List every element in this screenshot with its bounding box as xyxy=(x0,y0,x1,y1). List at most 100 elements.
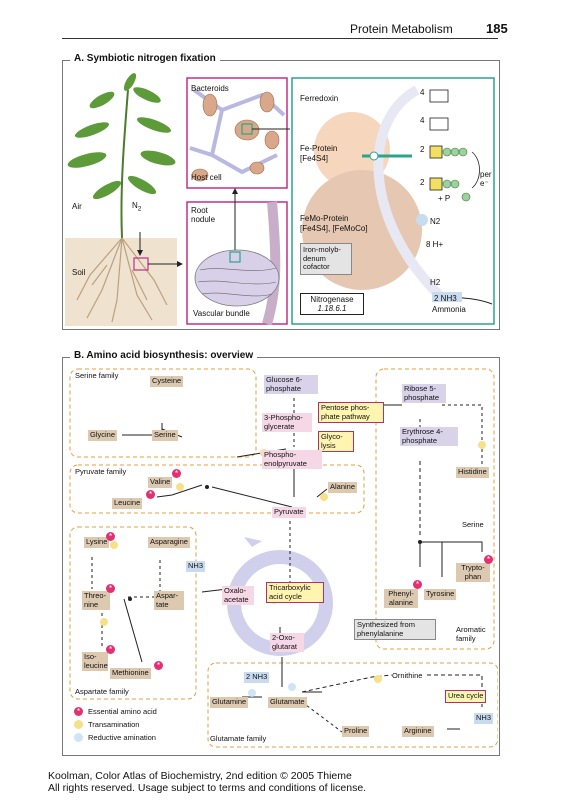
fe-protein-label: Fe-Protein xyxy=(300,144,338,153)
valine: Valine xyxy=(148,477,173,488)
glutamate-family-box xyxy=(207,662,498,748)
h2-label: H2 xyxy=(430,278,441,287)
3-phosphoglycerate: 3-Phospho-glycerate xyxy=(262,413,312,432)
phosphoenolpyruvate: Phospho-enolpyruvate xyxy=(262,450,322,469)
2-oxoglutarate: 2-Oxo-glutarat xyxy=(270,633,304,652)
n2b-label: 2 xyxy=(420,178,425,187)
femo-protein-label: FeMo-Protein xyxy=(300,214,349,223)
legend-essential-label: Essential amino acid xyxy=(88,707,157,716)
glutamine: Glutamine xyxy=(210,697,249,708)
n4a-label: 4 xyxy=(420,88,425,97)
erythrose-4-phosphate: Erythrose 4-phosphate xyxy=(400,427,458,446)
nh3-label: 2 NH3 xyxy=(434,294,457,303)
section-b-title: B. Amino acid biosynthesis: overview xyxy=(70,350,258,361)
essential-marker-phenylalanine: * xyxy=(413,580,422,589)
reductive-markers xyxy=(248,683,296,697)
oxaloacetate: Oxalo-acetate xyxy=(222,586,254,605)
section-a-panel xyxy=(62,60,500,330)
section-a-title: A. Symbiotic nitrogen fixation xyxy=(70,53,220,64)
cofactor-label: Iron-molyb-denum cofactor xyxy=(300,243,352,275)
proline: Proline xyxy=(342,726,370,737)
isoleucine: Iso-leucine xyxy=(82,652,108,671)
nitrogenase-box-label: Nitrogenase 1.18.6.1 xyxy=(300,293,364,315)
tyrosine: Tyrosine xyxy=(424,589,457,600)
copyright-line-2: All rights reserved. Usage subject to te… xyxy=(48,782,367,794)
nh3-glutamate: 2 NH3 xyxy=(244,672,270,683)
essential-marker-isoleucine: * xyxy=(106,645,115,654)
n2a-label: 2 xyxy=(420,145,425,154)
plant-stem xyxy=(120,89,129,239)
atp-icons xyxy=(429,145,443,191)
glutamate: Glutamate xyxy=(268,697,307,708)
root-nodule-label: Root nodule xyxy=(191,206,216,224)
serine: Serine xyxy=(152,430,178,441)
glycine: Glycine xyxy=(88,430,118,441)
aspartate-family-label: Aspartate family xyxy=(75,687,129,696)
ornithine: Ornithine xyxy=(392,671,423,680)
nh3-asparagine: NH3 xyxy=(186,561,206,572)
plant-roots xyxy=(76,237,168,323)
running-title: Protein Metabolism xyxy=(350,22,453,36)
legend-reductive-icon xyxy=(74,733,83,742)
glutamate-family-label: Glutamate family xyxy=(210,734,267,743)
ferredoxin-label: Ferredoxin xyxy=(300,94,339,103)
leucine: Leucine xyxy=(112,498,143,509)
phenylalanine: Phenyl-alanine xyxy=(384,589,418,608)
air-label: Air xyxy=(72,202,82,211)
methionine: Methionine xyxy=(110,668,151,679)
cysteine: Cysteine xyxy=(150,376,184,387)
pentose-phosphate-pathway: Pentose phos-phate pathway xyxy=(318,402,384,423)
aromatic-family-box xyxy=(375,368,495,650)
glucose-6-phosphate: Glucose 6-phosphate xyxy=(264,375,318,394)
soil-label: Soil xyxy=(72,268,86,277)
legend-essential-icon: * xyxy=(74,707,83,716)
urea-cycle: Urea cycle xyxy=(445,690,487,703)
fe-s-label: [Fe4S4] xyxy=(300,154,329,163)
plant-leaves xyxy=(67,73,176,200)
threonine: Threo-nine xyxy=(82,591,110,610)
copyright-line-1: Koolman, Color Atlas of Biochemistry, 2n… xyxy=(48,770,352,782)
header-rule xyxy=(62,38,498,39)
femo-s-label: [Fe4S4], [FeMoCo] xyxy=(300,224,368,233)
n4b-label: 4 xyxy=(420,116,425,125)
legend-transamination-label: Transamination xyxy=(88,720,140,729)
pyruvate: Pyruvate xyxy=(272,507,306,518)
host-cell-label: Host cell xyxy=(191,173,222,182)
essential-marker-valine: * xyxy=(172,469,181,478)
lysine: Lysine xyxy=(84,537,110,548)
ammonia-label: Ammonia xyxy=(432,305,466,314)
arginine: Arginine xyxy=(402,726,434,737)
n2-molecule-label: N2 xyxy=(430,217,441,226)
page-number: 185 xyxy=(486,21,508,36)
nitrogen-fixation-illustration xyxy=(65,73,495,326)
protons-label: 8 H+ xyxy=(426,240,444,249)
legend-reductive-label: Reductive amination xyxy=(88,733,156,742)
synthesized-from-phenylalanine: Synthesized from phenylalanine xyxy=(354,619,436,640)
vascular-bundle-label: Vascular bundle xyxy=(193,309,250,318)
fe-protein-shape xyxy=(314,112,390,188)
ribose-5-phosphate: Ribose 5-phosphate xyxy=(402,384,446,403)
alanine: Alanine xyxy=(328,482,358,493)
section-b-panel xyxy=(62,357,500,756)
ferredoxin-icons xyxy=(429,89,449,131)
serine-input-label: Serine xyxy=(462,520,484,529)
essential-marker-threonine: * xyxy=(106,584,115,593)
essential-marker-leucine: * xyxy=(146,490,155,499)
nitrogenase-ec: 1.18.6.1 xyxy=(317,304,347,313)
nh3-urea: NH3 xyxy=(474,713,494,724)
nitrogenase-name: Nitrogenase xyxy=(310,295,354,304)
plus-p-label: + P xyxy=(438,194,451,203)
legend-transamination-icon xyxy=(74,720,83,729)
asparagine: Asparagine xyxy=(148,537,190,548)
aspartate: Aspar-tate xyxy=(154,591,184,610)
essential-marker-methionine: * xyxy=(154,661,163,670)
n2-label-sub: 2 xyxy=(137,205,142,213)
aromatic-family-label: Aromatic family xyxy=(456,625,486,643)
bacteroid-cells xyxy=(191,91,280,182)
essential-marker-lysine: * xyxy=(106,532,115,541)
essential-marker-tryptophan: * xyxy=(484,555,493,564)
pathway-arrows xyxy=(91,397,483,733)
glycolysis: Glyco-lysis xyxy=(318,431,354,452)
n2-label: N2 xyxy=(132,201,141,214)
serine-family-box xyxy=(69,368,257,458)
